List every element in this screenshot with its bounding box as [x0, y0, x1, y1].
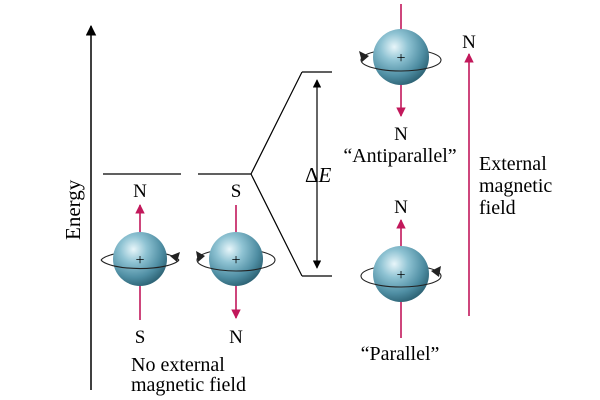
- no-field-caption-line2: magnetic field: [131, 374, 246, 396]
- mid-bottom-pole-label: N: [229, 327, 243, 348]
- antiparallel-pole-label: N: [394, 124, 408, 145]
- left-plus-sign: +: [135, 252, 144, 269]
- left-nucleus-sphere: [113, 232, 167, 286]
- delta-e-label: ΔE: [305, 163, 332, 187]
- parallel-nucleus-sphere: [373, 246, 429, 302]
- parallel-spin-ring-front: [360, 275, 442, 288]
- mid-plus-sign: +: [231, 252, 240, 269]
- no-field-caption-line1: No external: [131, 354, 225, 376]
- parallel-pole-label: N: [394, 197, 408, 218]
- field-pole-label: N: [462, 32, 476, 53]
- energy-axis-label: Energy: [61, 179, 85, 240]
- mid-spin-ring-front: [196, 259, 276, 272]
- antiparallel-label: “Antiparallel”: [343, 145, 456, 167]
- antiparallel-nucleus-sphere: [373, 29, 429, 85]
- external-field-caption-line1: External: [479, 153, 547, 175]
- left-spin-arrow-icon: [170, 252, 180, 262]
- external-field-caption-line2: magnetic: [479, 175, 552, 197]
- parallel-plus-sign: +: [396, 267, 405, 284]
- left-top-pole-label: N: [133, 181, 147, 202]
- antiparallel-plus-sign: +: [396, 50, 405, 67]
- antiparallel-spin-arrow-icon: [359, 51, 369, 62]
- parallel-spin-arrow-icon: [431, 266, 441, 277]
- external-field-caption-line3: field: [479, 197, 516, 219]
- split-line-upper: [250, 71, 303, 175]
- split-line-lower: [250, 173, 303, 277]
- mid-spin-arrow-icon: [196, 251, 205, 262]
- mid-top-pole-label: S: [231, 181, 242, 202]
- antiparallel-spin-ring-front: [360, 59, 442, 72]
- left-spin-ring-front: [100, 259, 180, 270]
- mid-nucleus-sphere: [209, 232, 263, 286]
- left-bottom-pole-label: S: [135, 327, 146, 348]
- parallel-label: “Parallel”: [361, 343, 440, 365]
